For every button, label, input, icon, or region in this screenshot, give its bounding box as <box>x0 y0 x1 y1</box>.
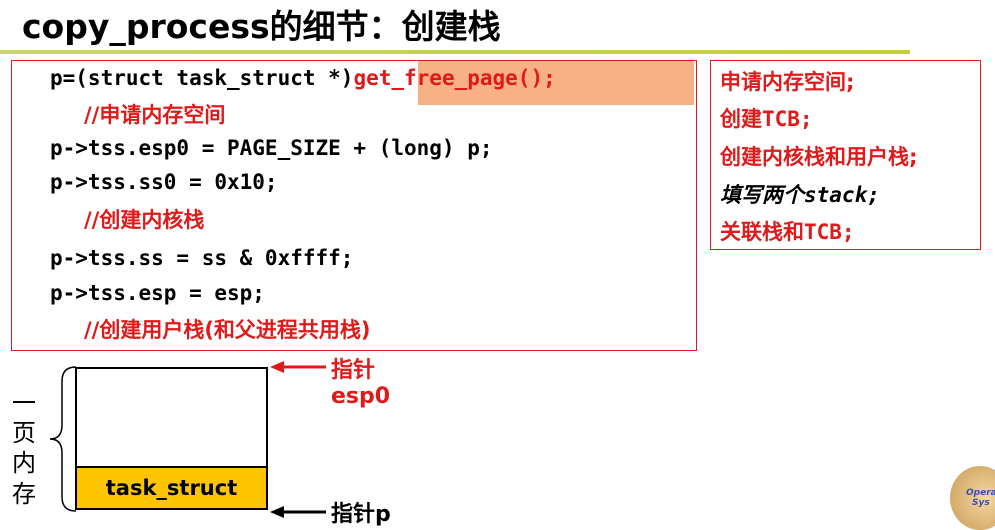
page-label-char-2: 页 <box>12 419 36 447</box>
page-label-char-3: 内 <box>12 449 36 477</box>
esp0-arrow <box>270 361 326 373</box>
esp0-pointer-label-2: esp0 <box>331 384 391 409</box>
note-2-cn: 创建 <box>720 107 762 131</box>
code-highlight <box>418 61 694 105</box>
task-struct-label: task_struct <box>105 476 238 500</box>
code-line-1-prefix: p=(struct task_struct *) <box>50 66 354 90</box>
note-3: 创建内核栈和用户栈; <box>720 145 918 169</box>
p-arrow <box>270 506 326 518</box>
code-line-2: p->tss.esp0 = PAGE_SIZE + (long) p; <box>50 136 493 160</box>
code-line-3: p->tss.ss0 = 0x10; <box>50 170 278 194</box>
notes-box: 申请内存空间; 创建TCB; 创建内核栈和用户栈; 填写两个stack; 关联栈… <box>710 60 981 250</box>
note-4: 填写两个stack; <box>720 179 880 209</box>
title-underline <box>0 50 910 54</box>
code-line-5: p->tss.esp = esp; <box>50 281 265 305</box>
code-line-1-call: get_free_page(); <box>353 66 556 90</box>
code-comment-1: //申请内存空间 <box>84 103 226 127</box>
page-brace <box>49 366 77 512</box>
note-5: 关联栈和TCB; <box>720 216 855 246</box>
code-comment-3: //创建用户栈(和父进程共用栈) <box>84 318 371 342</box>
p-pointer-label: 指针p <box>331 502 391 527</box>
note-2-en: TCB; <box>762 107 813 131</box>
note-1: 申请内存空间; <box>720 70 855 94</box>
page-label-char-1: 一 <box>12 389 36 417</box>
task-struct-block: task_struct <box>75 466 268 510</box>
code-line-1: p=(struct task_struct *)get_free_page(); <box>50 66 556 90</box>
code-line-4: p->tss.ss = ss & 0xffff; <box>50 246 354 270</box>
note-5-cn: 关联栈和 <box>720 220 804 244</box>
note-5-en: TCB; <box>804 220 855 244</box>
page-label-char-4: 存 <box>12 480 36 508</box>
esp0-pointer-label-1: 指针 <box>331 358 376 383</box>
page-title: copy_process的细节：创建栈 <box>22 7 501 46</box>
note-4-cn: 填写两个 <box>720 183 804 207</box>
code-box <box>11 60 697 351</box>
note-4-en: stack; <box>804 183 880 207</box>
note-2: 创建TCB; <box>720 103 813 133</box>
code-comment-2: //创建内核栈 <box>84 208 205 232</box>
